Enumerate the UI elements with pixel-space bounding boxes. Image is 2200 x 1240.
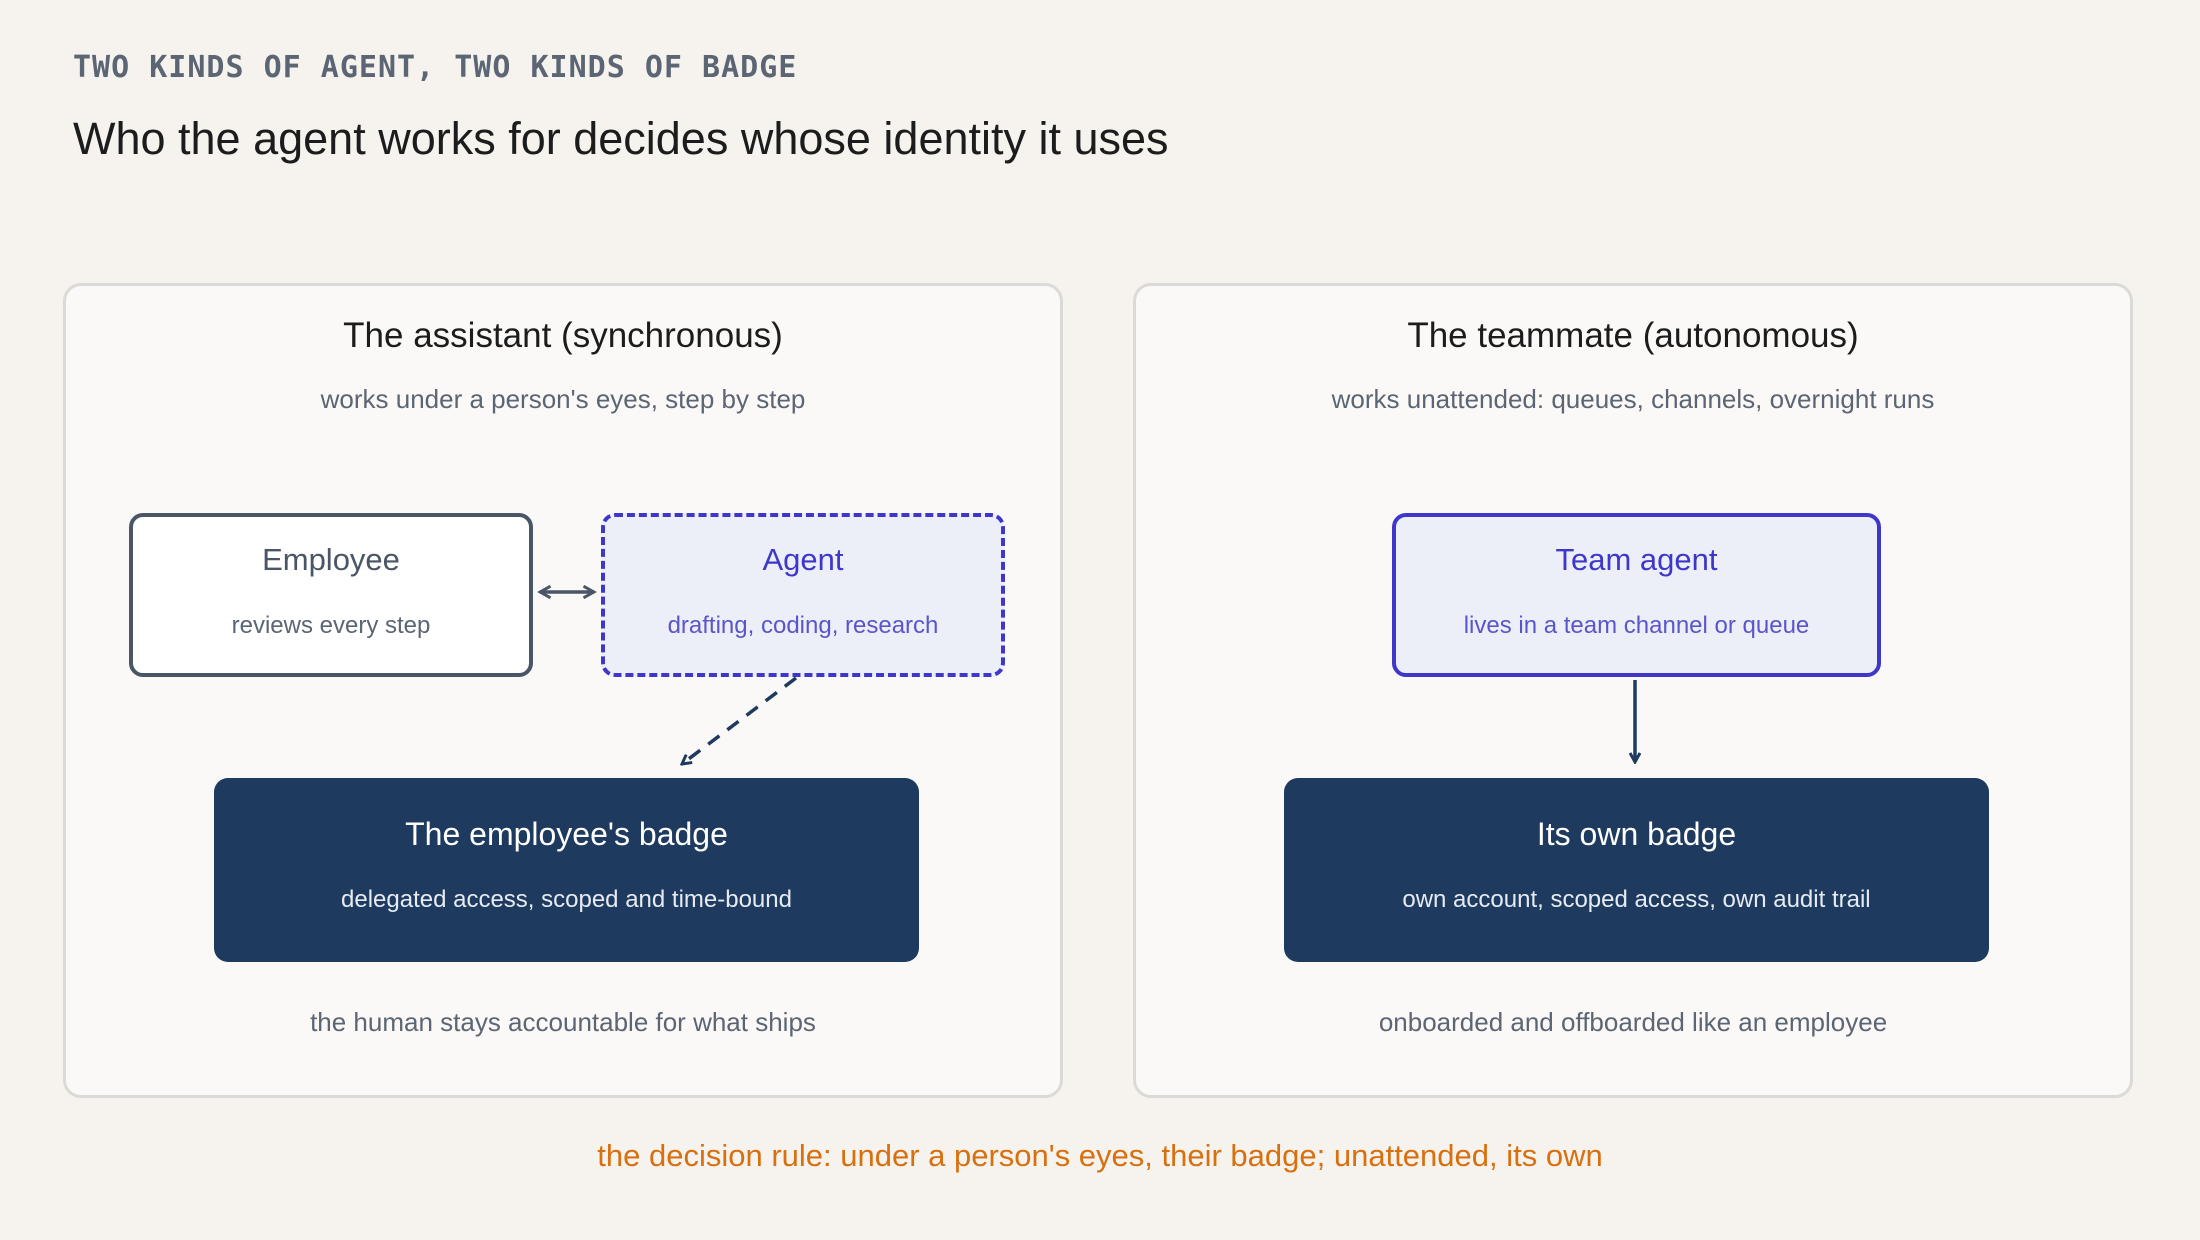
- panel-assistant: The assistant (synchronous) works under …: [63, 283, 1063, 1098]
- team-agent-box: Team agent lives in a team channel or qu…: [1392, 513, 1881, 677]
- agent-title: Agent: [762, 542, 844, 577]
- own-badge-box: Its own badge own account, scoped access…: [1284, 778, 1989, 962]
- panel-title: The assistant (synchronous): [343, 316, 783, 355]
- employee-subtitle: reviews every step: [231, 612, 431, 639]
- team-agent-subtitle: lives in a team channel or queue: [1463, 612, 1810, 639]
- employee-box: Employee reviews every step: [129, 513, 533, 677]
- agent-to-badge-arrow: [682, 676, 798, 764]
- employee-title: Employee: [262, 542, 400, 577]
- employee-badge-box: The employee's badge delegated access, s…: [214, 778, 919, 962]
- badge-subtitle: delegated access, scoped and time-bound: [341, 886, 792, 913]
- page-title: Who the agent works for decides whose id…: [73, 113, 1169, 164]
- panel-title: The teammate (autonomous): [1407, 316, 1859, 355]
- badge-subtitle: own account, scoped access, own audit tr…: [1402, 886, 1871, 913]
- panel-subtitle: works under a person's eyes, step by ste…: [320, 384, 806, 414]
- panel-footer: the human stays accountable for what shi…: [310, 1007, 816, 1037]
- panel-subtitle: works unattended: queues, channels, over…: [1331, 384, 1935, 414]
- agent-subtitle: drafting, coding, research: [667, 612, 939, 639]
- panel-footer: onboarded and offboarded like an employe…: [1378, 1007, 1888, 1037]
- eyebrow-label: TWO KINDS OF AGENT, TWO KINDS OF BADGE: [73, 50, 798, 85]
- team-agent-title: Team agent: [1555, 542, 1718, 577]
- badge-title: The employee's badge: [405, 816, 728, 852]
- badge-title: Its own badge: [1536, 816, 1737, 852]
- decision-rule: the decision rule: under a person's eyes…: [597, 1138, 1603, 1173]
- panel-teammate: The teammate (autonomous) works unattend…: [1133, 283, 2133, 1098]
- agent-box: Agent drafting, coding, research: [601, 513, 1005, 677]
